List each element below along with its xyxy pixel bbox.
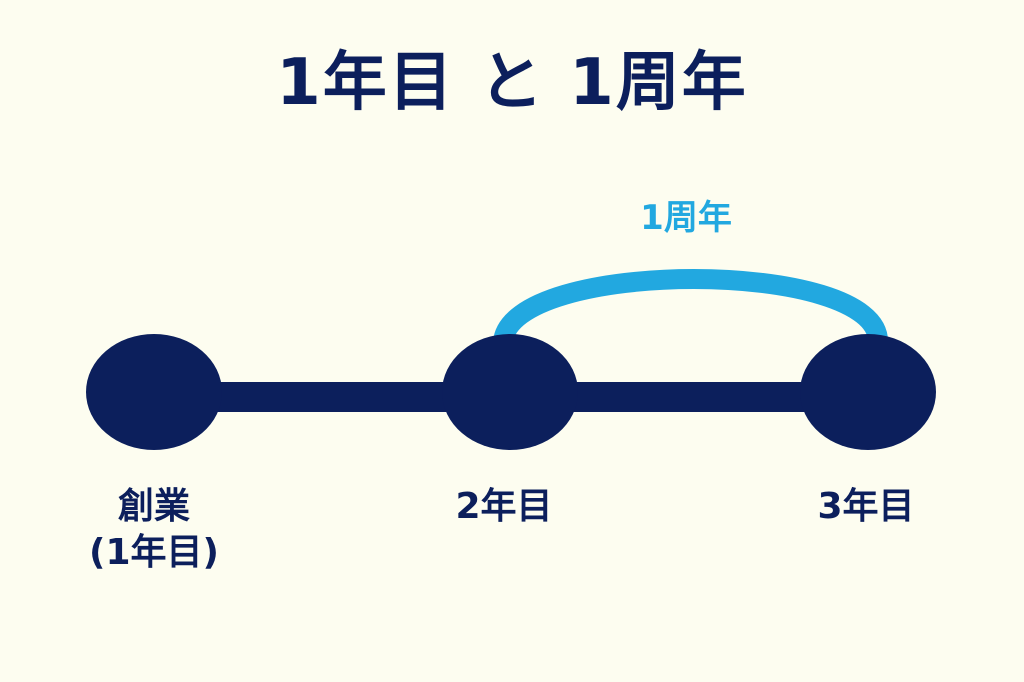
node-label-year3-line1: 3年目 xyxy=(817,486,915,527)
page-title: 1年目 と 1周年 xyxy=(276,46,748,120)
anniversary-arc xyxy=(493,269,889,345)
timeline-node-founding xyxy=(86,334,222,450)
node-label-founding-line1: 創業 xyxy=(117,486,190,527)
node-label-founding: 創業 (1年目) xyxy=(54,484,254,576)
node-label-year3: 3年目 xyxy=(766,484,966,530)
node-label-year2-line1: 2年目 xyxy=(455,486,553,527)
timeline-node-year3 xyxy=(800,334,936,450)
node-label-year2: 2年目 xyxy=(404,484,604,530)
anniversary-label: 1周年 xyxy=(640,198,732,238)
timeline-node-year2 xyxy=(442,334,578,450)
node-label-founding-line2: (1年目) xyxy=(89,532,219,573)
